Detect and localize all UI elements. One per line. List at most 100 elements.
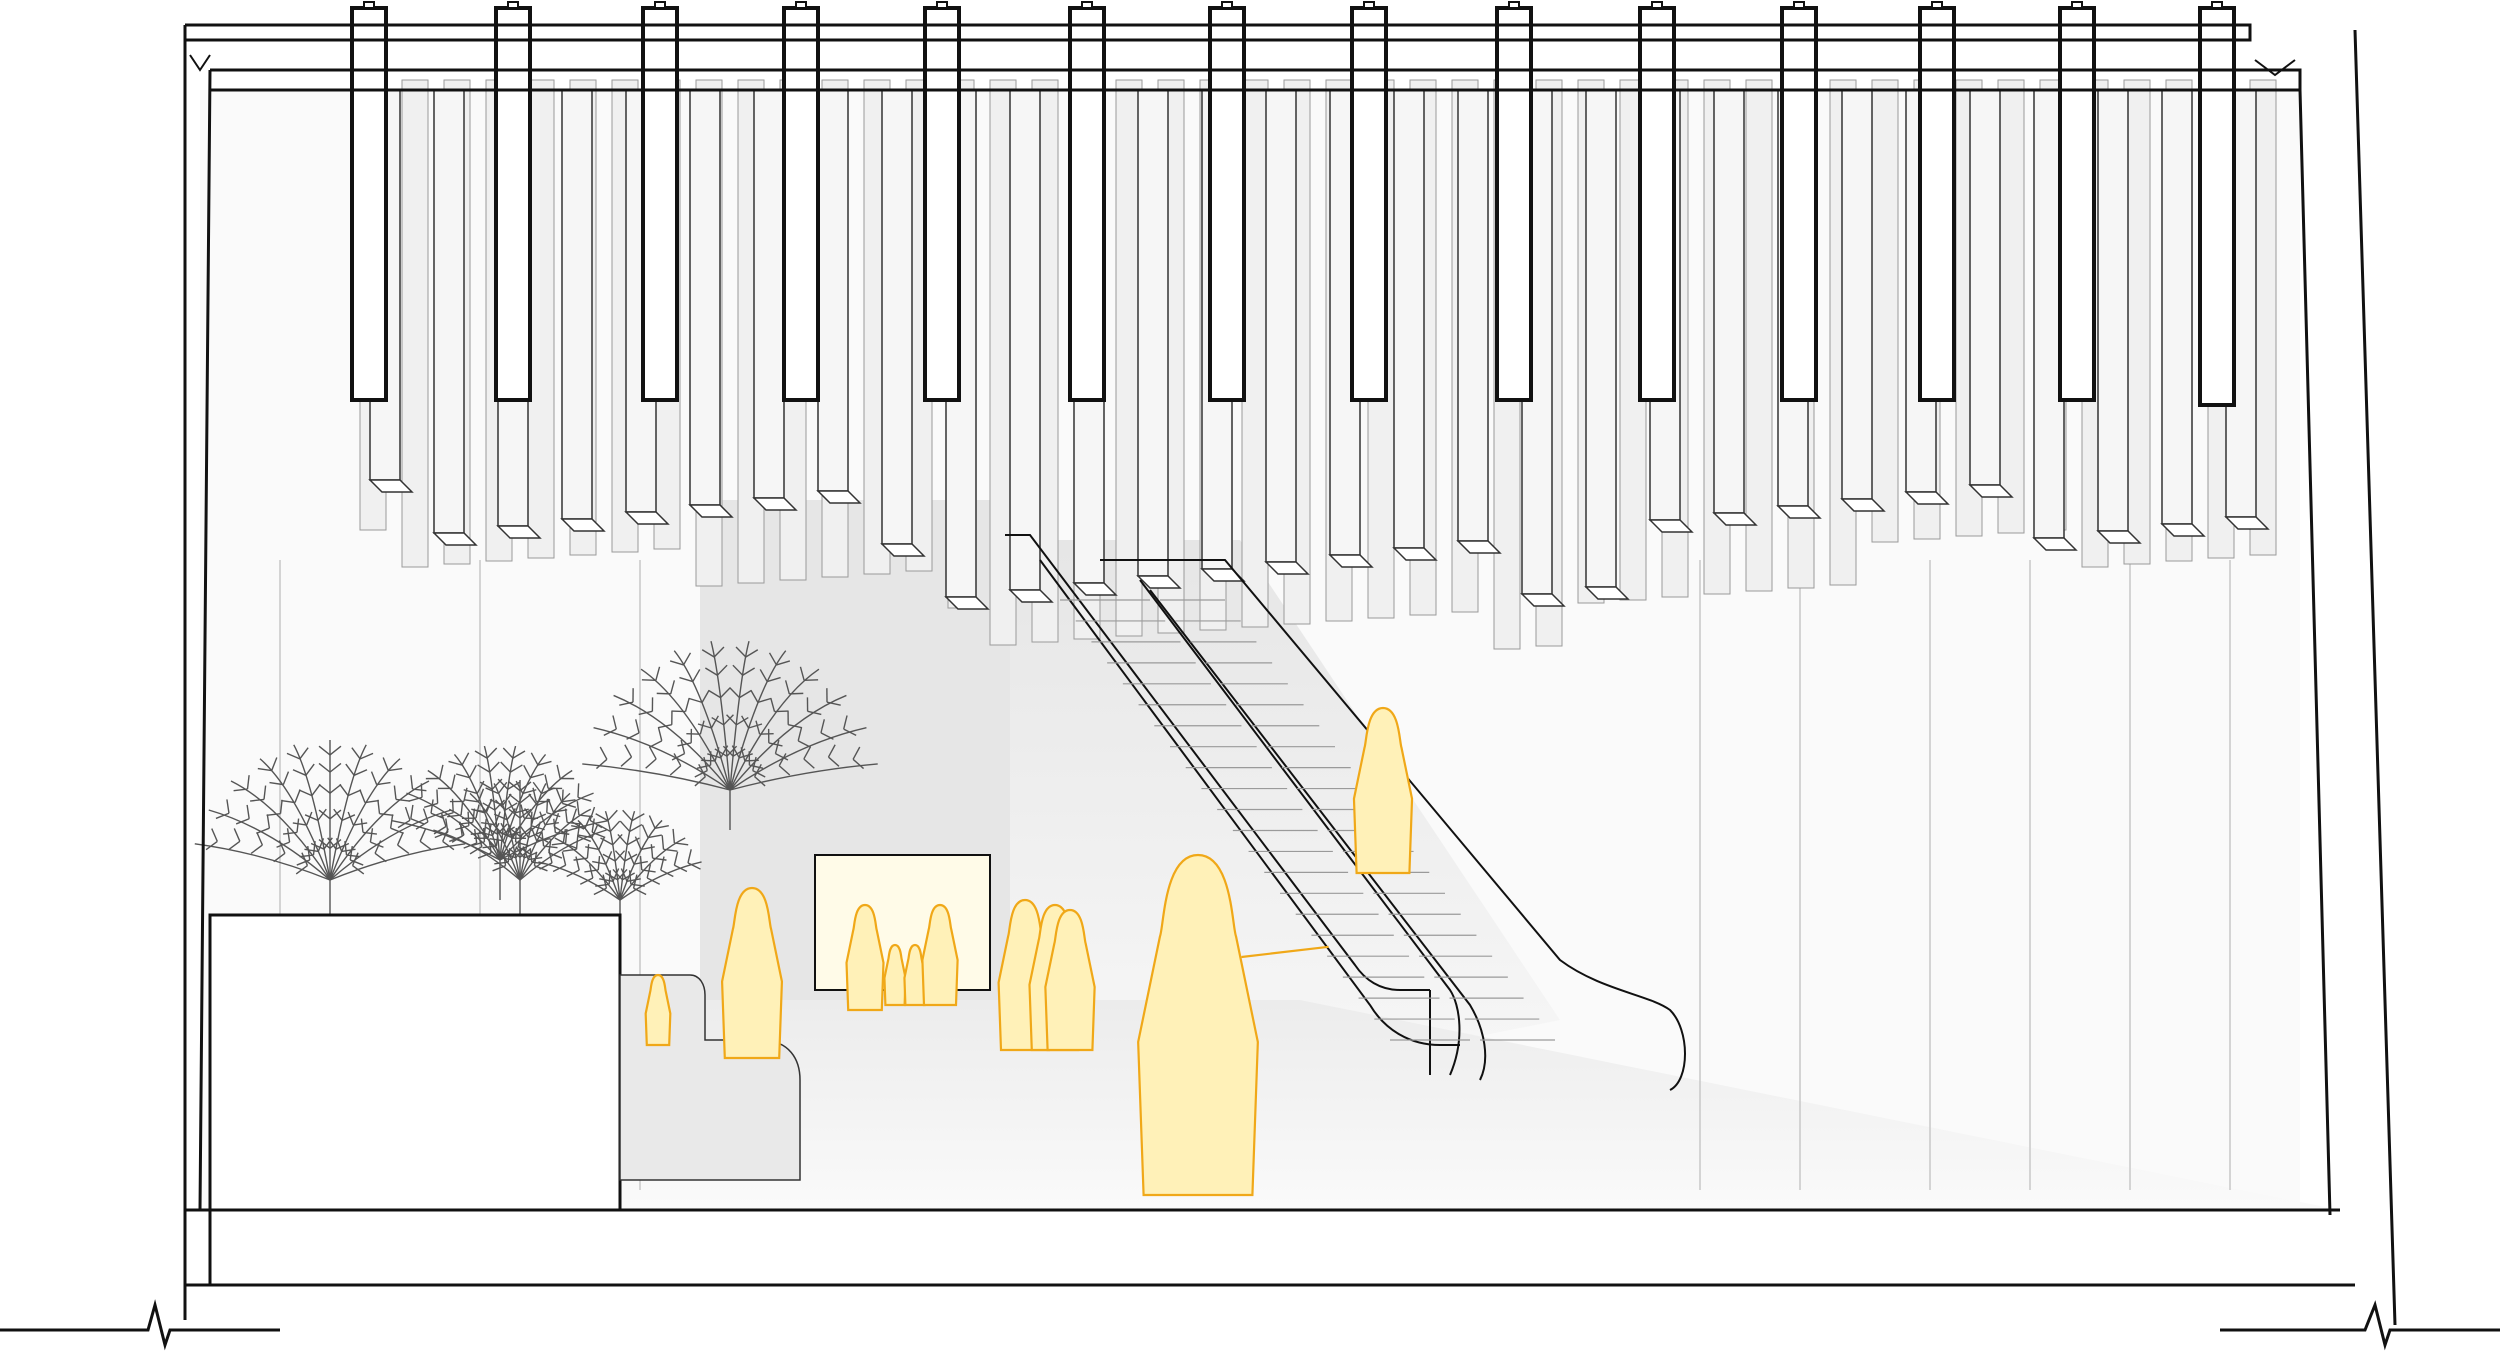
palm-leaflet [686,732,701,735]
baffle-mid-end [1008,589,1054,603]
palm-leaflet [472,808,476,823]
baffle-hanger [2211,1,2223,9]
ground-line-left [0,1299,280,1351]
palm-leaflet [672,828,676,843]
palm-leaflet [266,814,271,829]
palm-leaflet [553,818,557,833]
palm-leaflet [735,716,749,726]
palm-leaflet [410,804,414,819]
baffle-hanger [507,1,519,9]
palm-leaflet [370,771,378,785]
baffle-front [2058,6,2096,402]
palm-leaflet [552,864,566,873]
palm-leaflet [408,796,423,802]
baffle-mid [2161,89,2193,525]
palm-leaflet [500,761,511,773]
baffle-mid [2097,89,2129,532]
palm-leaflet [351,747,361,760]
baffle-hanger [1508,1,1520,9]
palm-leaflet [852,758,865,770]
palm-leaflet [826,701,841,706]
palm-frond [593,727,731,791]
baffle-mid [1393,89,1425,549]
baffle-mid-end [1776,505,1822,519]
palm-frond [448,808,521,881]
palm-leaflet [748,723,763,729]
palm-leaflet [495,832,499,847]
palm-leaflet [528,856,543,861]
palm-leaflet [374,852,387,863]
palm-leaflet [674,842,689,846]
palm-leaflet [541,787,555,795]
palm-leaflet [726,745,738,757]
palm-frond [554,837,621,901]
palm-leaflet [660,869,674,878]
palm-leaflet [612,715,617,730]
palm-leaflet [577,835,592,843]
palm-leaflet [720,687,731,699]
baffle-mid-end [1712,512,1758,526]
palm-leaflet [442,840,455,851]
palm-leaflet [304,814,319,822]
palm-leaflet [530,827,538,841]
palm-leaflet [412,788,427,792]
planting-layer [194,641,878,940]
palm-leaflet [673,753,682,767]
palm-leaflet [459,822,463,837]
palm-leaflet [655,666,661,681]
palm-leaflet [473,829,478,844]
palm-leaflet [679,676,694,683]
palm-frond [433,829,521,881]
palm-leaflet [633,887,647,896]
palm-leaflet [648,746,657,760]
palm-leaflet [341,848,356,853]
slab-beam [210,68,2302,92]
palm-leaflet [481,821,496,826]
baffle-mid-end [944,596,990,610]
palm-leaflet [714,748,728,757]
palm-leaflet [807,710,822,716]
baffle-back [527,79,555,559]
palm-leaflet [562,802,577,809]
baffle-back [1745,79,1773,592]
palm-leaflet [502,851,507,866]
palm-leaflet [472,809,487,813]
palm-leaflet [750,689,759,703]
baffle-front [494,6,532,402]
palm-leaflet [440,813,447,827]
baffle-hanger [363,1,375,9]
palm-leaflet [671,710,686,713]
palm-leaflet [707,753,721,759]
palm-leaflet [329,839,342,849]
palm-leaflet [532,781,543,794]
palm-leaflet [745,649,759,658]
palm-leaflet [641,869,656,873]
palm-leaflet [530,773,545,779]
palm-leaflet [396,831,404,846]
baffle-mid-end [880,543,926,557]
palm-leaflet [493,813,508,821]
palm-leaflet [469,764,477,778]
person-figure-icon [921,903,959,1007]
baffle-mid-end [560,518,606,532]
palm-leaflet [599,746,608,760]
baffle-mid-end [1840,498,1886,512]
escalator-mid-rail [1139,579,1461,1076]
palm-leaflet [486,747,498,759]
palm-leaflet [561,851,567,866]
palm-frond [469,792,521,881]
palm-leaflet [739,753,753,759]
palm-leaflet [597,855,601,871]
palm-leaflet [404,806,411,821]
palm-leaflet [544,821,559,826]
baffle-mid-end [2096,530,2142,544]
escalator-icon [1005,534,1686,1091]
baffle-hanger [2071,1,2083,9]
palm-leaflet [448,835,463,843]
palm-leaflet [609,820,621,832]
palm-leaflet [349,845,353,861]
baffle-mid-end [1968,484,2014,498]
baffle-front [1780,6,1818,402]
palm-leaflet [455,773,470,779]
palm-leaflet [607,809,618,822]
